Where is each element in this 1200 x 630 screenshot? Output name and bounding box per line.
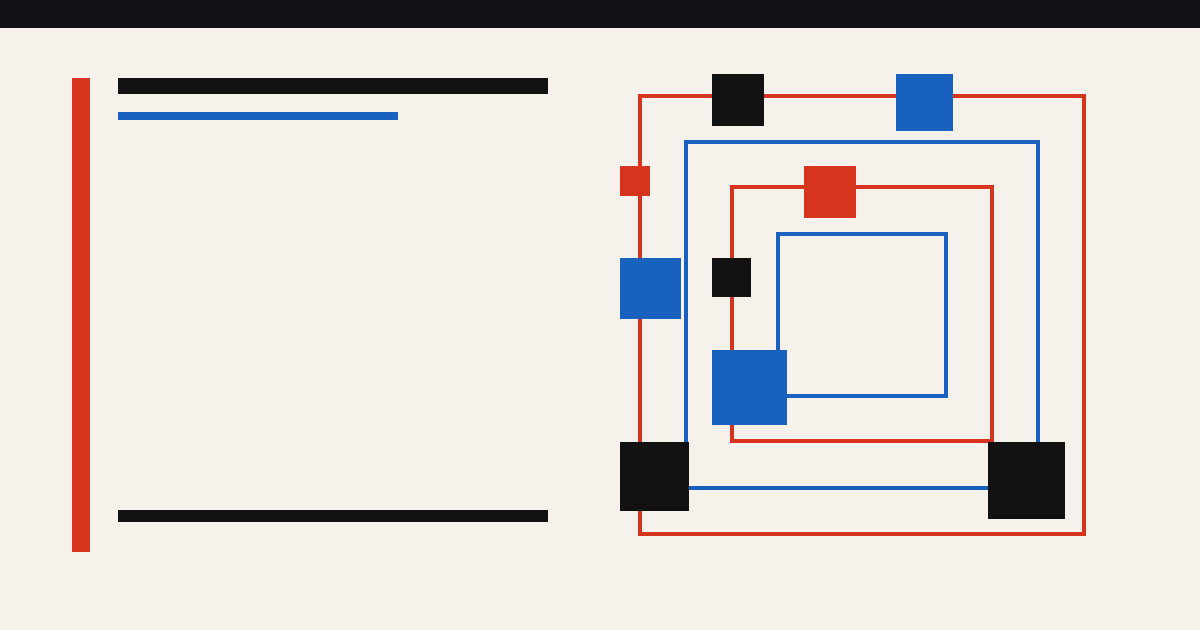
inner-red-frame <box>730 185 994 443</box>
left-accent-bar <box>72 78 90 552</box>
bottom-right-black-square <box>988 442 1065 519</box>
center-red-square <box>804 166 856 218</box>
footer-placeholder-bar <box>118 510 548 522</box>
title-placeholder-bar <box>118 78 548 94</box>
top-bar <box>0 0 1200 28</box>
subtitle-placeholder-bar <box>118 112 398 120</box>
bottom-left-black-square <box>620 442 689 511</box>
top-black-square <box>712 74 764 126</box>
lower-blue-square <box>712 350 787 425</box>
outer-blue-frame <box>684 140 1040 490</box>
small-red-square <box>620 166 650 196</box>
left-blue-square <box>620 258 681 319</box>
small-black-square <box>712 258 751 297</box>
top-blue-square <box>896 74 953 131</box>
inner-blue-frame <box>776 232 948 398</box>
